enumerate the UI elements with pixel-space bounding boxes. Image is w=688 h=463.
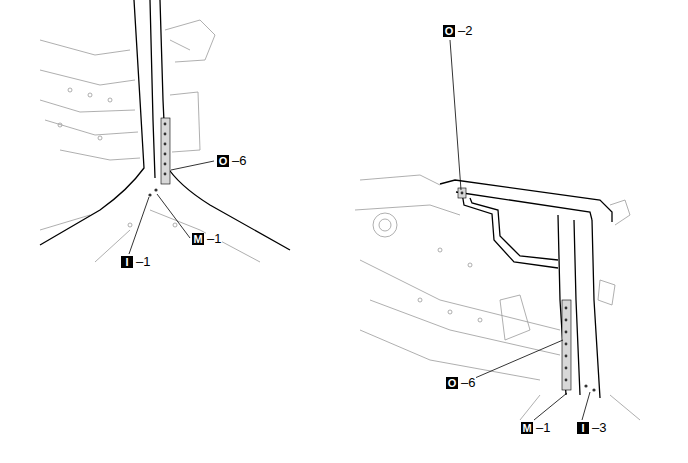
repair-symbol: O: [443, 25, 455, 37]
repair-symbol: I: [577, 422, 589, 434]
callout-number: –3: [591, 420, 607, 436]
callout-number: –1: [135, 254, 151, 270]
callout-number: –1: [206, 231, 222, 247]
repair-symbol: O: [217, 155, 229, 167]
left-leader-lines: [129, 161, 214, 254]
right-background-body: [355, 175, 640, 420]
right-weld-area: [458, 188, 596, 392]
repair-symbol: M: [521, 422, 533, 434]
left-pillar-part: [40, 0, 290, 250]
repair-symbol: O: [446, 377, 458, 389]
callout-number: –6: [231, 153, 247, 169]
left-weld-area: [148, 118, 170, 197]
right-apron-pillar-part: [440, 180, 612, 398]
callout-number: –2: [457, 23, 473, 39]
callout-number: –6: [460, 375, 476, 391]
callout-number: –1: [535, 420, 551, 436]
right-leader-lines: [450, 40, 590, 420]
repair-symbol: M: [192, 233, 204, 245]
repair-symbol: I: [121, 256, 133, 268]
